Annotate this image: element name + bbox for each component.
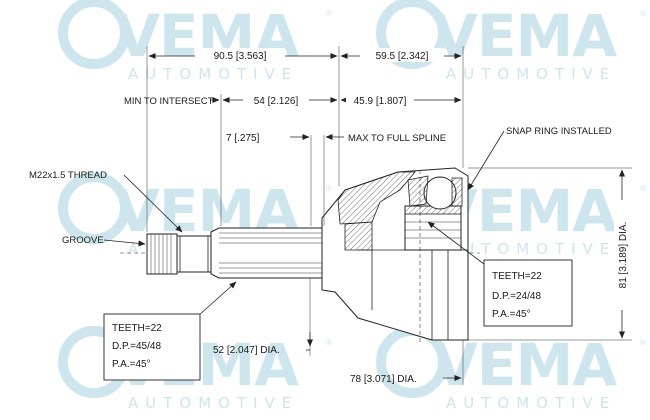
dim-overall-left: 90.5 [3.563] — [214, 51, 267, 62]
spec-left-dp: D.P.=45/48 — [112, 341, 161, 352]
watermark-brand: VEMA — [433, 331, 617, 399]
watermark-top-right: VEMA AUTOMOTIVE ® — [376, 0, 646, 83]
watermark-registered: ® — [326, 184, 332, 193]
spec-right-teeth: TEETH=22 — [492, 271, 542, 282]
callout-snap-ring: SNAP RING INSTALLED — [467, 126, 612, 191]
watermark-subtitle: AUTOMOTIVE — [128, 394, 298, 412]
dim-spline: 45.9 [1.807] — [354, 96, 407, 107]
watermark-registered: ® — [640, 9, 646, 18]
watermark-registered: ® — [326, 338, 332, 347]
housing-section-lower — [344, 221, 373, 251]
watermark-registered: ® — [640, 184, 646, 193]
dimension-shaft-diameter: 52 [2.047] DIA. — [213, 332, 313, 356]
threaded-tip — [146, 233, 178, 275]
spec-box-left: TEETH=22 D.P.=45/48 P.A.=45° — [103, 281, 237, 381]
ball — [423, 176, 457, 210]
spec-right-pa: P.A.=45° — [492, 309, 531, 320]
spec-right-dp: D.P.=24/48 — [492, 291, 541, 302]
callout-groove: GROOVE — [62, 235, 146, 247]
label-groove: GROOVE — [62, 235, 104, 246]
watermark-subtitle: AUTOMOTIVE — [128, 65, 298, 83]
dim-shaft-diameter: 52 [2.047] DIA. — [213, 345, 280, 356]
joint-part — [120, 167, 480, 342]
label-snap-ring: SNAP RING INSTALLED — [506, 126, 612, 137]
watermark-registered: ® — [326, 9, 332, 18]
dim-overall-right: 59.5 [2.342] — [376, 51, 429, 62]
spec-box-right: TEETH=22 D.P.=24/48 P.A.=45° — [427, 221, 573, 327]
watermark-subtitle: AUTOMOTIVE — [446, 394, 616, 412]
dim-outer-diameter: 81 [3.189] DIA. — [618, 222, 629, 289]
callout-thread: M22x1.5 THREAD — [29, 170, 183, 233]
dimension-outer-diameter: 81 [3.189] DIA. — [614, 169, 630, 339]
watermark-bottom-right: VEMA AUTOMOTIVE ® — [376, 326, 646, 412]
splined-shaft — [210, 227, 323, 279]
label-max-to-full-spline: MAX TO FULL SPLINE — [348, 133, 446, 144]
dim-intersect: 54 [2.126] — [254, 96, 299, 107]
dimension-groove-offset: 7 [.275] MAX TO FULL SPLINE — [226, 133, 446, 144]
spec-left-teeth: TEETH=22 — [112, 323, 162, 334]
extension-lines — [146, 46, 632, 385]
dim-groove-offset: 7 [.275] — [226, 133, 260, 144]
label-thread: M22x1.5 THREAD — [29, 170, 107, 181]
label-min-to-intersect: MIN TO INTERSECT — [124, 96, 214, 107]
dimension-cup-diameter: 78 [3.071] DIA. — [350, 374, 462, 385]
watermark-subtitle: AUTOMOTIVE — [446, 65, 616, 83]
spec-left-pa: P.A.=45° — [112, 359, 151, 370]
watermark-brand: VEMA — [433, 2, 617, 70]
watermark-registered: ® — [640, 338, 646, 347]
dim-cup-diameter: 78 [3.071] DIA. — [350, 374, 417, 385]
dimension-overall: 90.5 [3.563] 59.5 [2.342] — [148, 48, 462, 62]
watermark-top-left: VEMA AUTOMOTIVE ® — [58, 0, 332, 83]
watermark-subtitle: AUTOMOTIVE — [446, 240, 616, 258]
housing-section-upper — [337, 171, 416, 225]
dimension-intersect: MIN TO INTERSECT 54 [2.126] 45.9 [1.807] — [124, 93, 462, 107]
groove-neck — [176, 235, 212, 273]
